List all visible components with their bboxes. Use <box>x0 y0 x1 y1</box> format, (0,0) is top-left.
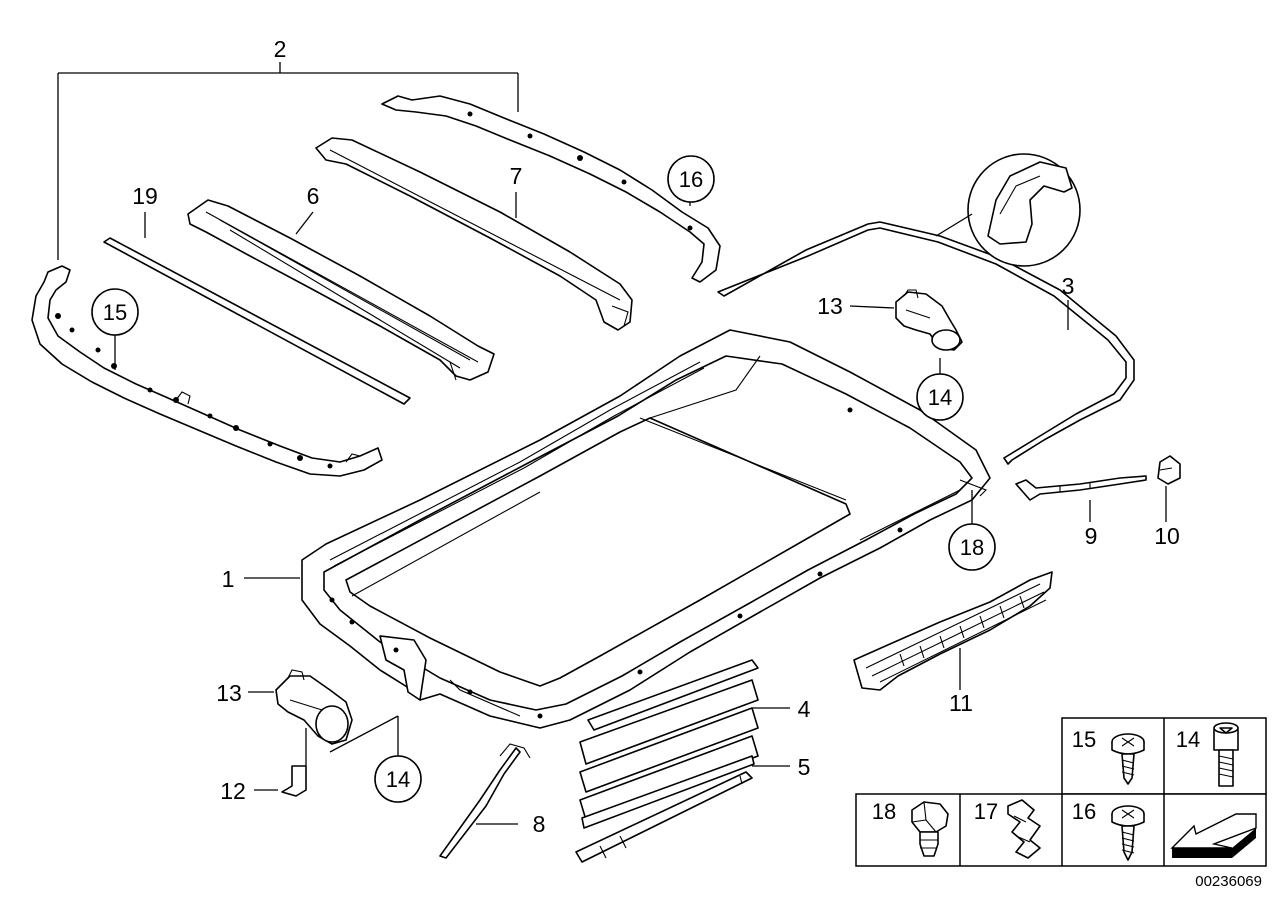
grid-label-16: 16 <box>1072 799 1096 824</box>
circled-callout-16: 16 <box>667 155 715 203</box>
callout-11: 11 <box>949 690 973 716</box>
seal-strip-19 <box>103 237 411 405</box>
guide-channel-11 <box>853 571 1053 691</box>
screw-icon <box>1111 733 1145 785</box>
cross-member-7 <box>315 137 633 331</box>
circled-callout-14-upper: 14 <box>916 373 964 421</box>
grid-label-14: 14 <box>1176 727 1200 752</box>
expanding-rivet-icon <box>911 801 949 857</box>
wind-deflector-6 <box>187 199 495 381</box>
callout-labels: 2 19 6 7 3 13 1 9 10 13 11 4 5 12 8 <box>132 36 1180 837</box>
side-rail-right <box>381 95 721 283</box>
clip-icon <box>1007 799 1041 859</box>
callout-13-upper: 13 <box>817 293 843 319</box>
callout-19: 19 <box>132 183 158 209</box>
callout-5: 5 <box>798 754 811 780</box>
grommet-10 <box>1157 455 1181 485</box>
drive-cable-8 <box>439 743 531 859</box>
drive-cable-9 <box>1015 475 1147 501</box>
svg-text:14: 14 <box>928 385 952 410</box>
drive-motor-upper <box>895 289 963 351</box>
callout-2: 2 <box>274 36 287 62</box>
callout-9: 9 <box>1085 523 1098 549</box>
drawing-reference-number: 00236069 <box>1195 873 1262 890</box>
frame-seal-3 <box>717 153 1135 465</box>
callout-4: 4 <box>798 696 811 722</box>
circled-callout-18: 18 <box>948 523 996 571</box>
hardware-grid: 15 14 18 17 <box>855 717 1267 867</box>
circled-callout-14-lower: 14 <box>374 755 422 803</box>
screw-icon <box>1111 805 1145 861</box>
callout-13-lower: 13 <box>216 680 242 706</box>
grid-label-18: 18 <box>872 799 896 824</box>
drive-motor-lower <box>275 669 353 797</box>
svg-text:15: 15 <box>103 300 127 325</box>
svg-text:18: 18 <box>960 535 984 560</box>
grid-label-17: 17 <box>974 799 998 824</box>
sunroof-frame-1 <box>301 329 991 729</box>
callout-8: 8 <box>533 811 546 837</box>
callout-10: 10 <box>1154 523 1180 549</box>
strip-5 <box>575 771 753 863</box>
hex-socket-bolt-icon <box>1213 722 1239 787</box>
grid-label-15: 15 <box>1072 727 1096 752</box>
callout-3: 3 <box>1062 273 1075 299</box>
callout-6: 6 <box>307 183 320 209</box>
seal-stack-4 <box>579 659 759 829</box>
callout-12: 12 <box>220 778 246 804</box>
circled-callout-15: 15 <box>91 288 139 336</box>
svg-text:14: 14 <box>386 767 410 792</box>
circled-callouts: 16 15 14 18 14 <box>91 155 996 803</box>
bracket-line-2 <box>57 62 519 260</box>
callout-7: 7 <box>510 163 523 189</box>
callout-1: 1 <box>222 566 235 592</box>
direction-arrow-icon <box>1170 813 1257 858</box>
svg-text:16: 16 <box>679 167 703 192</box>
